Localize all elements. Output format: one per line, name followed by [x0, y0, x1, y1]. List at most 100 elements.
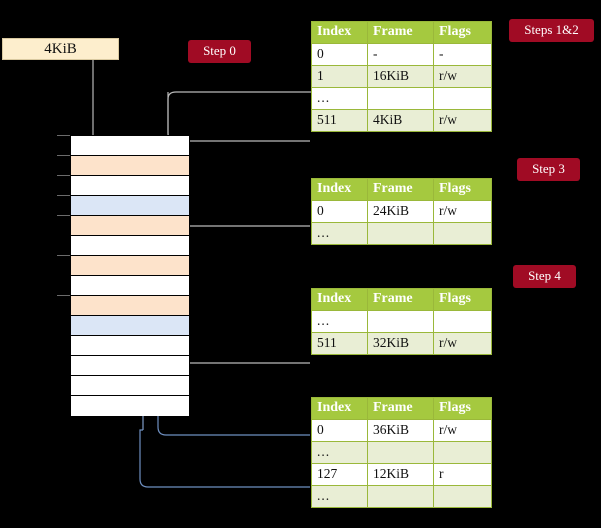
table-row: ... [311, 441, 492, 464]
badge-step-3-label: Step 3 [532, 161, 565, 176]
memory-tick-3 [57, 195, 70, 196]
column-header-frame: Frame [367, 288, 434, 311]
badge-step-4: Step 4 [513, 265, 576, 288]
cell-frame-0: 24KiB [367, 200, 434, 223]
cell-flags-2: r [433, 463, 492, 486]
cell-frame-2: 12KiB [367, 463, 434, 486]
column-header-frame: Frame [367, 178, 434, 201]
cell-frame-2 [367, 87, 434, 110]
cell-flags-3 [433, 485, 492, 508]
cell-flags-1 [433, 222, 492, 245]
column-header-flags: Flags [433, 21, 492, 44]
badge-step-3: Step 3 [517, 158, 580, 181]
memory-row-7 [71, 276, 189, 296]
memory-row-6 [71, 256, 189, 276]
column-header-index: Index [311, 21, 368, 44]
wire-level2-feed [181, 310, 310, 364]
cell-flags-2 [433, 87, 492, 110]
memory-row-5 [71, 236, 189, 256]
cell-flags-0: - [433, 43, 492, 66]
cell-index-2: ... [311, 87, 368, 110]
table-row: ... [311, 87, 492, 110]
cell-frame-1 [367, 441, 434, 464]
column-header-frame: Frame [367, 21, 434, 44]
badge-step-0-label: Step 0 [203, 43, 236, 58]
badge-step-4-label: Step 4 [528, 268, 561, 283]
cell-index-2: 127 [311, 463, 368, 486]
column-header-flags: Flags [433, 288, 492, 311]
column-header-frame: Frame [367, 397, 434, 420]
cell-frame-1 [367, 222, 434, 245]
cell-index-0: 0 [311, 419, 368, 442]
physical-memory-column [70, 135, 190, 416]
memory-tick-0 [57, 135, 70, 136]
cell-flags-1: r/w [433, 332, 492, 355]
cell-frame-1: 16KiB [367, 65, 434, 88]
cell-index-3: 511 [311, 109, 368, 132]
cell-index-3: ... [311, 485, 368, 508]
column-header-flags: Flags [433, 397, 492, 420]
cell-flags-1 [433, 441, 492, 464]
badge-steps-1-2: Steps 1&2 [509, 19, 594, 42]
memory-tick-1 [57, 155, 70, 156]
column-header-flags: Flags [433, 178, 492, 201]
memory-tick-6 [57, 255, 70, 256]
cell-flags-3: r/w [433, 109, 492, 132]
cell-index-1: ... [311, 441, 368, 464]
table-row: ... [311, 222, 492, 245]
memory-row-13 [71, 396, 189, 416]
cell-frame-0: 36KiB [367, 419, 434, 442]
cell-index-1: 511 [311, 332, 368, 355]
memory-row-9 [71, 316, 189, 336]
column-header-index: Index [311, 288, 368, 311]
memory-row-4 [71, 216, 189, 236]
wire-level0-511 [167, 91, 311, 142]
memory-row-1 [71, 156, 189, 176]
column-header-index: Index [311, 178, 368, 201]
cell-frame-0: - [367, 43, 434, 66]
memory-tick-8 [57, 295, 70, 296]
memory-row-10 [71, 336, 189, 356]
wire-level1-feed [180, 225, 310, 250]
source-frame-box: 4KiB [2, 38, 119, 60]
memory-row-0 [71, 136, 189, 156]
cell-index-1: 1 [311, 65, 368, 88]
wire-level3-row0-up [157, 333, 310, 436]
memory-row-12 [71, 376, 189, 396]
cell-index-0: 0 [311, 43, 368, 66]
table-row: ... [311, 485, 492, 508]
cell-flags-0: r/w [433, 200, 492, 223]
memory-row-8 [71, 296, 189, 316]
cell-flags-0 [433, 310, 492, 333]
cell-frame-3 [367, 485, 434, 508]
source-frame-label: 4KiB [44, 40, 77, 57]
cell-index-1: ... [311, 222, 368, 245]
badge-step-0: Step 0 [188, 40, 251, 63]
memory-row-11 [71, 356, 189, 376]
badge-steps-1-2-label: Steps 1&2 [524, 22, 579, 37]
memory-tick-4 [57, 215, 70, 216]
memory-row-3 [71, 196, 189, 216]
memory-tick-2 [57, 175, 70, 176]
cell-index-0: ... [311, 310, 368, 333]
table-row: ... [311, 310, 492, 333]
cell-frame-0 [367, 310, 434, 333]
table-row: 0-- [311, 43, 492, 66]
column-header-index: Index [311, 397, 368, 420]
cell-frame-3: 4KiB [367, 109, 434, 132]
wire-level3-row127-up [139, 429, 310, 488]
